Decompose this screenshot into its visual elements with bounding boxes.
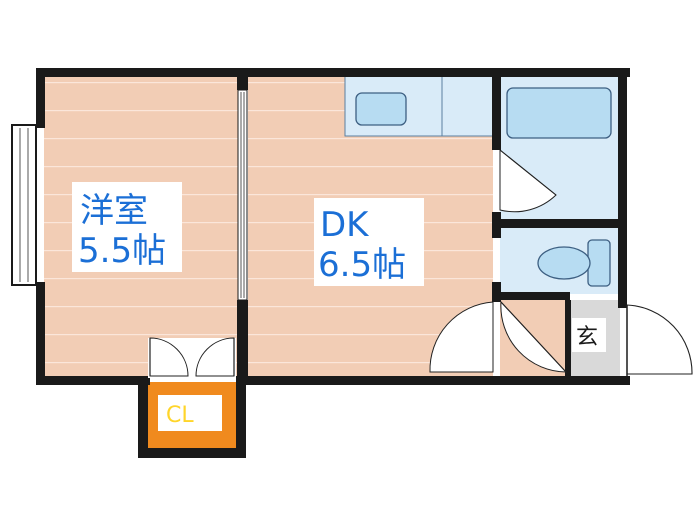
- entrance-label-box: [572, 318, 606, 352]
- toilet-tank: [587, 239, 611, 287]
- entrance-door-swing: [626, 304, 693, 375]
- western-label-box: [72, 182, 182, 272]
- dk-label-box: [314, 198, 424, 286]
- closet-label: CL: [166, 403, 194, 428]
- bathtub: [506, 87, 612, 139]
- entrance-label: 玄: [576, 325, 598, 350]
- dk-room-size: 6.5帖: [318, 245, 406, 285]
- toilet-bowl: [537, 246, 591, 280]
- kitchen-sink: [355, 92, 407, 126]
- western-room-size: 5.5帖: [78, 231, 166, 271]
- closet-label-box: [158, 395, 222, 431]
- sliding-partition: [237, 89, 248, 301]
- walls: [36, 68, 630, 458]
- bathroom-door-swing: [499, 148, 557, 213]
- window-left: [11, 124, 37, 286]
- closet-doors: [148, 337, 236, 378]
- western-room-name: 洋室: [80, 191, 148, 231]
- dk-room-name: DK: [320, 205, 370, 245]
- dk-door-swing: [429, 301, 494, 373]
